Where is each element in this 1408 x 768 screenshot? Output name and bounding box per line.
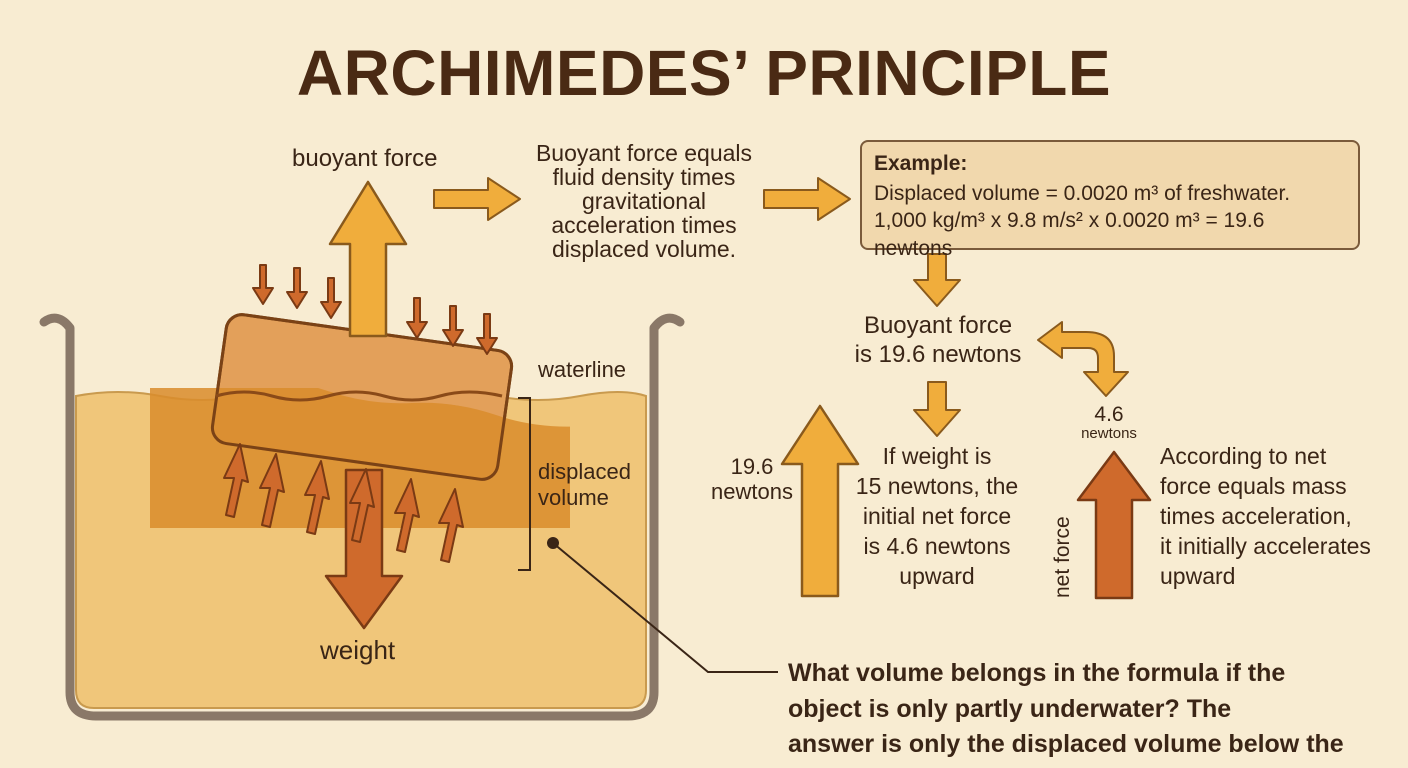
page-title: ARCHIMEDES’ PRINCIPLE bbox=[296, 37, 1112, 109]
conclusion-text: According to net force equals mass times… bbox=[1160, 442, 1400, 591]
result-text: Buoyant force is 19.6 newtons bbox=[820, 312, 1056, 370]
question-text: What volume belongs in the formula if th… bbox=[788, 656, 1388, 763]
weight-label: weight bbox=[320, 635, 396, 665]
force-unit: newtons bbox=[711, 479, 793, 505]
net-force-calc-line: is 4.6 newtons bbox=[863, 532, 1011, 559]
pointer-line bbox=[552, 542, 778, 673]
net-force-value: 4.6 newtons bbox=[1070, 403, 1148, 443]
displaced-volume-label-1: displaced bbox=[538, 459, 631, 484]
conclusion-line: times acceleration, bbox=[1160, 502, 1352, 529]
definition-text: Buoyant force equals fluid density times… bbox=[520, 140, 768, 262]
force-value: 19.6 bbox=[730, 454, 774, 479]
question-line: answer is only the displaced volume belo… bbox=[788, 730, 1344, 758]
net-unit: newtons bbox=[1081, 425, 1137, 443]
conclusion-line: it initially accelerates bbox=[1160, 532, 1371, 559]
pressure-arrows-top bbox=[252, 264, 498, 355]
pressure-arrows-bottom bbox=[223, 443, 464, 563]
example-heading: Example: bbox=[874, 152, 968, 175]
waterline-label: waterline bbox=[538, 357, 627, 382]
net-force-arrow bbox=[1076, 450, 1152, 600]
net-force-calc-line: If weight is bbox=[882, 443, 992, 469]
displaced-volume-label-2: volume bbox=[538, 485, 609, 510]
net-value: 4.6 bbox=[1094, 403, 1124, 426]
arrow-to-net-force-calc bbox=[913, 381, 961, 437]
buoyant-force-arrow bbox=[328, 180, 408, 338]
waterline-wave bbox=[215, 390, 503, 402]
definition-line: Buoyant force equals bbox=[535, 140, 753, 166]
tank bbox=[39, 313, 685, 721]
question-line: What volume belongs in the formula if th… bbox=[788, 659, 1286, 687]
net-force-calc-line: 15 newtons, the bbox=[855, 472, 1019, 499]
weight-arrow bbox=[324, 468, 404, 630]
question-line: object is only partly underwater? The bbox=[788, 694, 1232, 723]
definition-line: fluid density times bbox=[552, 163, 736, 190]
curved-arrow-to-net bbox=[1037, 321, 1129, 397]
net-force-calc-line: initial net force bbox=[862, 502, 1012, 529]
arrow-to-result bbox=[913, 253, 961, 307]
net-force-calc-line: upward bbox=[899, 562, 975, 589]
definition-line: gravitational bbox=[581, 187, 707, 214]
result-line: Buoyant force bbox=[863, 312, 1013, 339]
definition-line: acceleration times bbox=[551, 211, 737, 238]
example-line: Displaced volume = 0.0020 m³ of freshwat… bbox=[874, 182, 1291, 205]
buoyant-force-up-arrow bbox=[780, 404, 860, 598]
displaced-volume-bracket bbox=[518, 397, 531, 571]
example-line: 1,000 kg/m³ x 9.8 m/s² x 0.0020 m³ = 19.… bbox=[874, 209, 1265, 260]
buoyant-force-label: buoyant force bbox=[292, 145, 438, 172]
arrow-to-definition bbox=[433, 177, 521, 221]
definition-line: displaced volume. bbox=[551, 235, 737, 262]
net-force-label-text: net force bbox=[1051, 516, 1074, 598]
conclusion-line: force equals mass bbox=[1160, 472, 1347, 499]
buoyant-force-value: 19.6 newtons bbox=[700, 454, 804, 505]
conclusion-line: According to net bbox=[1160, 443, 1327, 469]
result-line: is 19.6 newtons bbox=[854, 340, 1022, 368]
net-force-calc-text: If weight is 15 newtons, the initial net… bbox=[842, 442, 1032, 591]
example-box: Example: Displaced volume = 0.0020 m³ of… bbox=[860, 140, 1360, 260]
arrow-to-example bbox=[763, 177, 851, 221]
conclusion-line: upward bbox=[1160, 562, 1236, 589]
